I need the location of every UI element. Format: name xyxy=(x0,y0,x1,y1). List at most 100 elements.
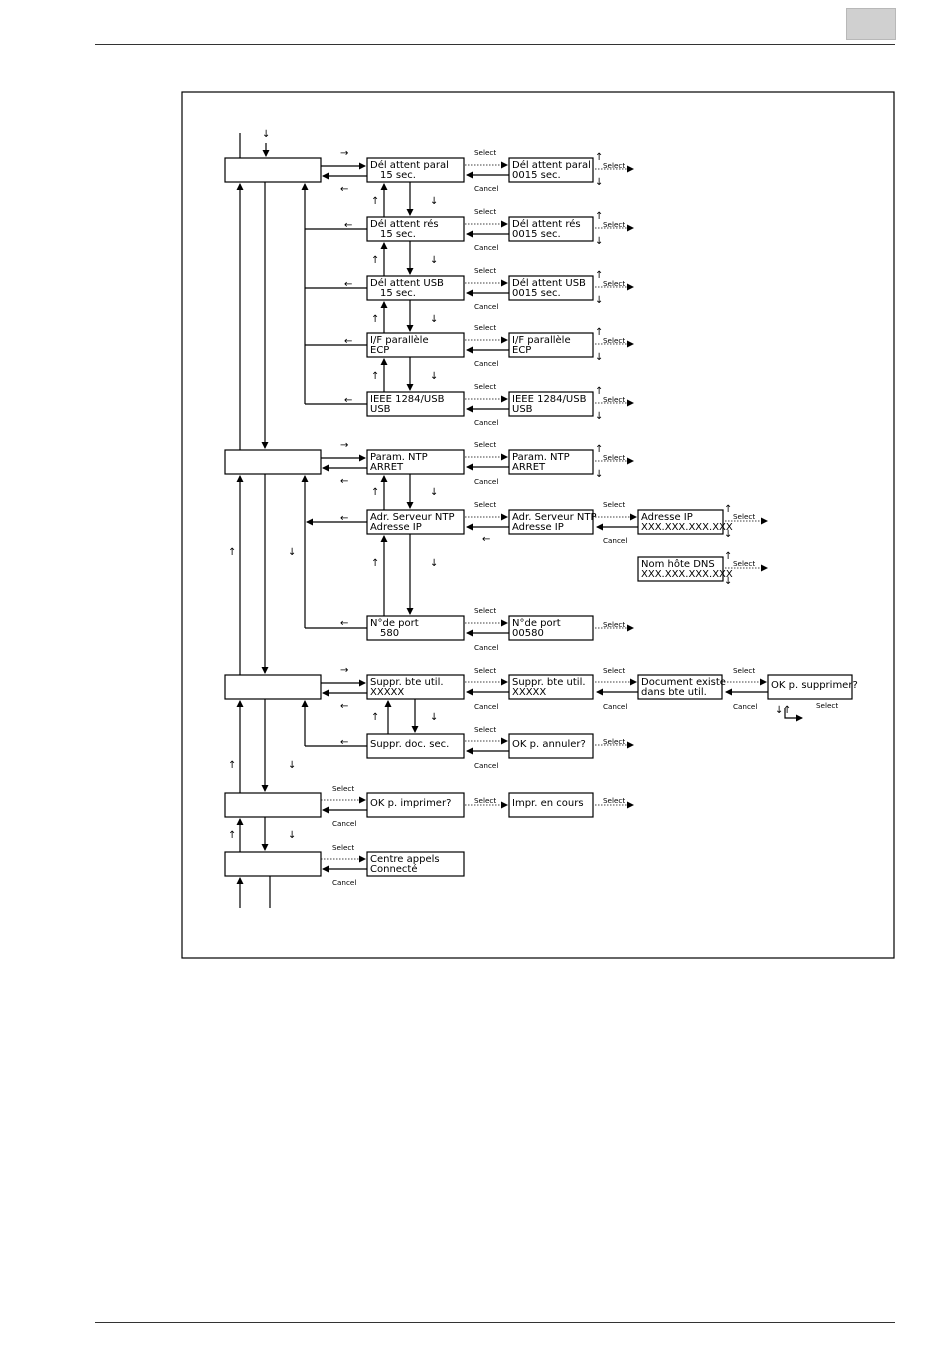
item-suppr-bte xyxy=(366,674,465,700)
item-adr-serveur-frame xyxy=(366,509,465,535)
item-centre-connecte-line2: Connecté xyxy=(370,863,418,875)
setting-adr-serveur xyxy=(508,509,594,535)
subsetting-nom-dns xyxy=(637,556,724,582)
adr-ip-cancel-label: Cancel xyxy=(603,536,627,545)
ntp-up-glyph: ↑ xyxy=(595,444,603,455)
centre-cancel-label: Cancel xyxy=(332,878,356,887)
item-del-res-line1: Dél attent rés xyxy=(370,218,439,230)
setting-del-res-frame xyxy=(508,216,594,242)
item-ok-imprimer-line1: OK p. imprimer? xyxy=(370,798,451,809)
item-if-parallele-line1: I/F parallèle xyxy=(370,334,429,346)
item-del-paral-cancel-label: Cancel xyxy=(474,184,498,193)
setting-ntp xyxy=(508,449,594,475)
item-ok-imprimer xyxy=(366,792,465,818)
item-ntp-select-label: Select xyxy=(474,440,496,449)
item-del-paral-line1: Dél attent paral xyxy=(370,159,449,171)
suppr-bte-next-glyph: ↓ xyxy=(430,712,438,723)
ok-suppr-up-glyph: ↑ xyxy=(783,705,791,716)
diagram-frame xyxy=(181,91,895,959)
doc-existe-cancel-label: Cancel xyxy=(603,702,627,711)
item-del-usb-up-glyph: ↑ xyxy=(595,270,603,281)
item-del-paral-sub-select-label: Select xyxy=(603,161,625,170)
oper-right-glyph: → xyxy=(340,665,348,676)
ntp-down-glyph: ↓ xyxy=(595,469,603,480)
liste-select-label: Select xyxy=(332,784,354,793)
adr-setting-left-glyph: ← xyxy=(482,534,490,545)
ntp-sub-select-label: Select xyxy=(603,453,625,462)
subsetting-nom-dns-line2: XXX.XXX.XXX.XXX xyxy=(641,569,733,580)
ntp-next-glyph: ↓ xyxy=(430,487,438,498)
setting-del-paral-line2: 0015 sec. xyxy=(512,170,561,181)
setting-adr-serveur-line1: Adr. Serveur NTP xyxy=(512,512,597,523)
suppr-bte-cancel-label: Cancel xyxy=(474,702,498,711)
menu-centre-appels-frame xyxy=(224,851,322,877)
adr-ip-sub-select-label: Select xyxy=(733,512,755,521)
item-del-res-select-label: Select xyxy=(474,207,496,216)
item-del-res-line2: 15 sec. xyxy=(380,229,416,240)
item-del-usb-sub-select-label: Select xyxy=(603,279,625,288)
subsetting-adresse-ip-line1: Adresse IP xyxy=(641,512,693,523)
spine-down-glyph-1: ↓ xyxy=(288,547,296,558)
item-del-usb-line1: Dél attent USB xyxy=(370,277,444,289)
ok-suppr-select-label: Select xyxy=(733,666,755,675)
item-port xyxy=(366,615,465,641)
setting-port xyxy=(508,615,594,641)
menu-param-if xyxy=(224,157,322,183)
menu-liste-mode-frame xyxy=(224,792,322,818)
menu-oper-bte xyxy=(224,674,322,700)
item-del-usb-down-glyph: ↓ xyxy=(595,295,603,306)
menu-param-if-frame xyxy=(224,157,322,183)
ok-suppr-exit-arrow xyxy=(784,708,803,722)
setting-suppr-bte xyxy=(508,674,594,700)
item-ieee-down-glyph: ↓ xyxy=(595,411,603,422)
item-centre-connecte-frame xyxy=(366,851,465,877)
setting-adr-serveur-frame xyxy=(508,509,594,535)
param-if-right-glyph: → xyxy=(340,148,348,159)
item-ieee-sub-select-label: Select xyxy=(603,395,625,404)
setting-del-usb xyxy=(508,275,594,301)
setting-ieee-line1: IEEE 1284/USB xyxy=(512,394,587,405)
item-if-parallele-select-label: Select xyxy=(474,323,496,332)
setting-del-res-line1: Dél attent rés xyxy=(512,218,581,230)
item-suppr-bte-frame xyxy=(366,674,465,700)
item-if-parallele xyxy=(366,332,465,358)
subsetting-ok-suppr-frame xyxy=(767,674,853,700)
setting-if-parallele-frame xyxy=(508,332,594,358)
port-left-glyph: ← xyxy=(340,618,348,629)
item-ntp-line2: ARRET xyxy=(370,462,404,473)
param-if-left-glyph: ← xyxy=(340,184,348,195)
item-ok-imprimer-frame xyxy=(366,792,465,818)
setting-port-frame xyxy=(508,615,594,641)
item-ntp xyxy=(366,449,465,475)
item-del-usb xyxy=(366,275,465,301)
doc-existe-select-label: Select xyxy=(603,666,625,675)
item-del-paral-next-glyph: ↓ xyxy=(430,196,438,207)
spine-up-glyph-3: ↑ xyxy=(228,830,236,841)
setting-del-res-line2: 0015 sec. xyxy=(512,229,561,240)
menu-reglage-heure xyxy=(224,449,322,475)
adr-left-glyph: ← xyxy=(340,513,348,524)
item-port-line1: N°de port xyxy=(370,618,419,629)
item-del-res-down-glyph: ↓ xyxy=(595,236,603,247)
setting-del-res xyxy=(508,216,594,242)
item-centre-connecte-line1: Centre appels xyxy=(370,854,440,865)
item-if-parallele-up-glyph: ↑ xyxy=(595,327,603,338)
item-ntp-frame xyxy=(366,449,465,475)
reglage-left-glyph: ← xyxy=(340,476,348,487)
liste-cancel-label: Cancel xyxy=(332,819,356,828)
menu-oper-bte-frame xyxy=(224,674,322,700)
setting-if-parallele-line1: I/F parallèle xyxy=(512,334,571,346)
suppr-bte-prev-glyph: ↑ xyxy=(371,712,379,723)
item-del-paral-up-glyph: ↑ xyxy=(595,152,603,163)
setting-ok-annuler-frame xyxy=(508,733,594,759)
item-del-paral xyxy=(366,157,465,183)
setting-ntp-line2: ARRET xyxy=(512,462,546,473)
item-adr-serveur-line1: Adr. Serveur NTP xyxy=(370,512,455,523)
menu-centre-appels xyxy=(224,851,322,877)
subsetting-adresse-ip xyxy=(637,509,724,535)
setting-del-usb-line1: Dél attent USB xyxy=(512,277,586,289)
menu-liste-mode xyxy=(224,792,322,818)
item-del-paral-prev-glyph: ↑ xyxy=(371,196,379,207)
setting-ieee-line2: USB xyxy=(512,404,533,415)
ok-suppr-cancel-label: Cancel xyxy=(733,702,757,711)
